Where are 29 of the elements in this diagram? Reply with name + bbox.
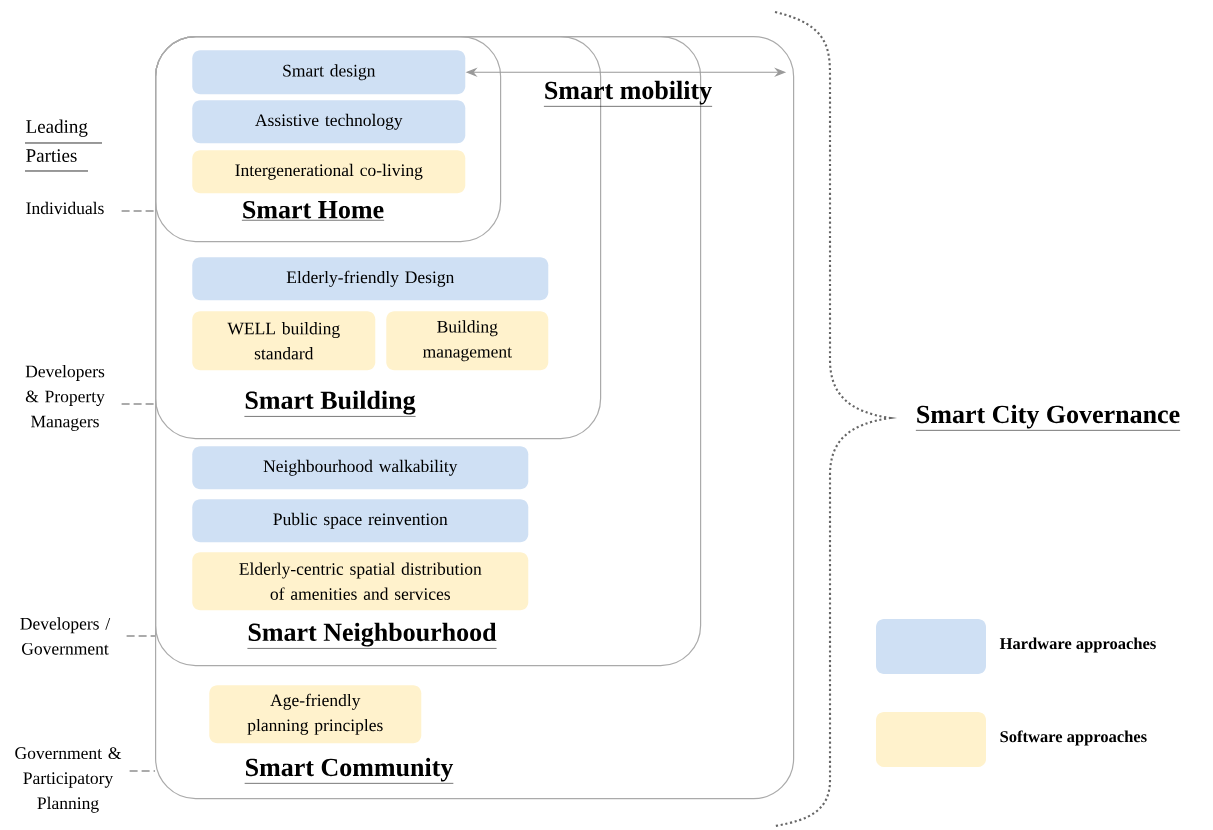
group-heading: Smart Home (241, 200, 385, 221)
leader-line (129, 770, 156, 772)
group-box (155, 36, 502, 243)
approach-box: Building management (386, 311, 549, 371)
approach-box: Neighbourhood walkability (192, 446, 529, 490)
approach-box: Age-friendly planning principles (209, 685, 422, 744)
leader-line (126, 635, 156, 637)
group-box (155, 36, 795, 800)
leader-line (121, 210, 156, 212)
approach-box: Intergenerational co-living (192, 150, 466, 194)
approach-box: Elderly-friendly Design (192, 257, 549, 301)
approach-box: WELL building standard (192, 311, 376, 371)
group-heading: Smart Community (244, 757, 454, 784)
party-label: Individuals (26, 201, 104, 215)
party-label: Government & Participatory Planning (15, 747, 122, 813)
governance-heading: Smart City Governance (915, 404, 1181, 431)
approach-box: Public space reinvention (192, 499, 529, 543)
party-label: Developers / Government (20, 617, 111, 655)
group-heading: Smart Building (244, 390, 416, 417)
group-heading: Smart Neighbourhood (247, 622, 497, 649)
approach-box: Assistive technology (192, 100, 466, 144)
party-label: Developers & Property Managers (25, 365, 105, 431)
legend-label: Hardware approaches (999, 637, 1156, 653)
leader-line (121, 403, 156, 405)
legend-label: Software approaches (1000, 730, 1147, 746)
edge-label: Smart mobility (543, 80, 713, 107)
column-heading: Leading Parties (24, 119, 103, 172)
approach-box: Smart design (192, 50, 466, 95)
approach-box: Elderly-centric spatial distribution of amenities and services (192, 552, 529, 611)
